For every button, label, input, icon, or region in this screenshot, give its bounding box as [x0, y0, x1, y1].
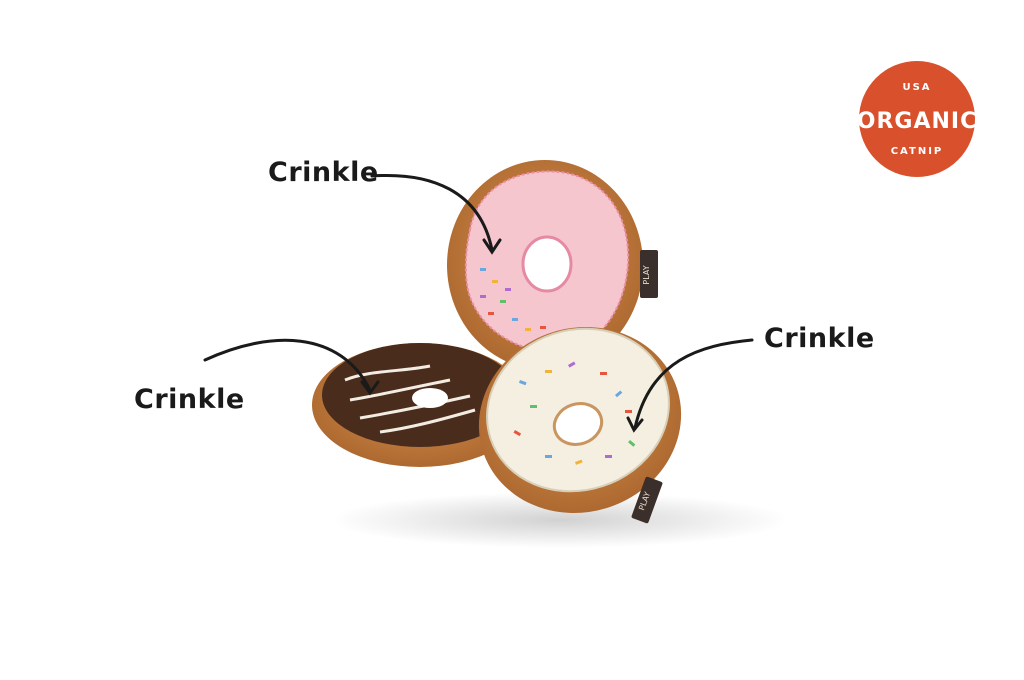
pink-donut: PLAY — [447, 160, 658, 370]
pink-sprinkles — [480, 268, 546, 331]
arrow-right — [633, 338, 754, 430]
floor-shadow — [330, 492, 790, 548]
callout-label-top: Crinkle — [268, 157, 379, 188]
svg-text:ORGANIC: ORGANIC — [858, 109, 976, 134]
svg-text:PLAY: PLAY — [642, 265, 651, 284]
callout-arrows — [203, 173, 754, 433]
svg-text:CATNIP: CATNIP — [891, 146, 944, 157]
arrow-top — [370, 173, 494, 252]
callout-label-left: Crinkle — [134, 384, 245, 415]
vanilla-donut: PLAY — [478, 326, 682, 524]
organic-catnip-badge: USA ORGANIC CATNIP — [858, 61, 976, 177]
vanilla-sprinkles — [513, 361, 636, 465]
brand-tag-pink: PLAY — [640, 250, 658, 298]
brand-tag-vanilla: PLAY — [631, 476, 663, 524]
svg-text:USA: USA — [902, 82, 931, 93]
callout-label-right: Crinkle — [764, 323, 875, 354]
chocolate-donut — [312, 343, 528, 467]
arrow-left — [203, 338, 372, 392]
